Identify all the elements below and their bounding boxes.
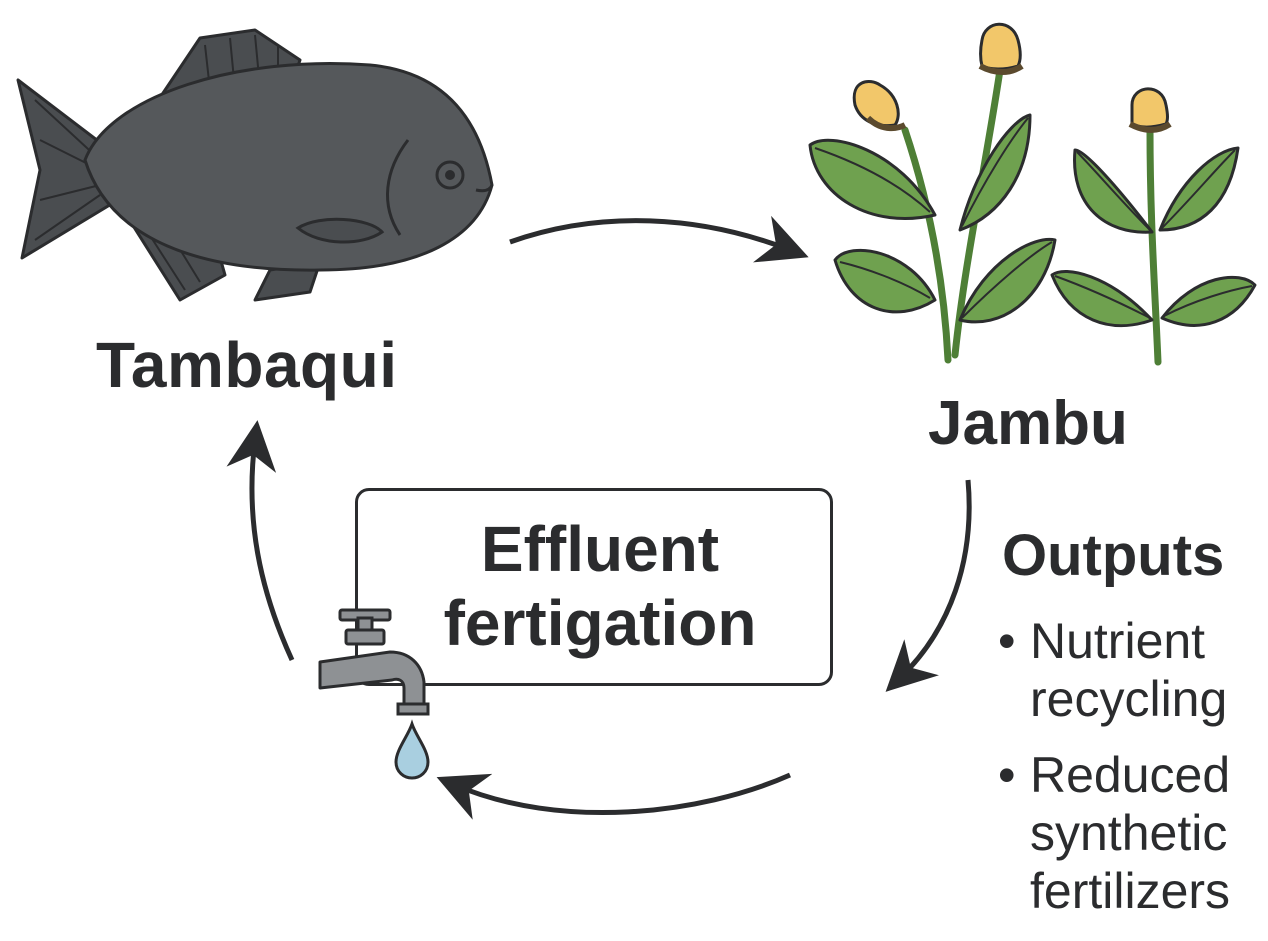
process-title: Effluent fertigation — [400, 512, 800, 660]
outputs-heading: Outputs — [1002, 523, 1225, 588]
process-title-line1: Effluent — [480, 513, 720, 585]
water-drop-icon — [394, 719, 430, 780]
arrow-bottom-to-faucet — [436, 772, 792, 820]
fish-label: Tambaqui — [96, 329, 398, 401]
arrow-fish-to-jambu — [509, 215, 809, 263]
process-box — [355, 488, 833, 686]
output-item: Nutrient recycling — [998, 612, 1230, 728]
fish-icon — [16, 28, 494, 302]
output-item: Reduced synthetic fertilizers — [998, 746, 1230, 920]
plant-icon — [808, 22, 1257, 366]
faucet-icon — [318, 608, 430, 780]
arrow-faucet-to-fish — [226, 420, 295, 662]
process-title-line2: fertigation — [443, 587, 757, 659]
outputs-list: Nutrient recycling Reduced synthetic fer… — [998, 612, 1230, 938]
plant-label: Jambu — [928, 389, 1128, 458]
arrow-jambu-to-bottom — [885, 479, 972, 692]
